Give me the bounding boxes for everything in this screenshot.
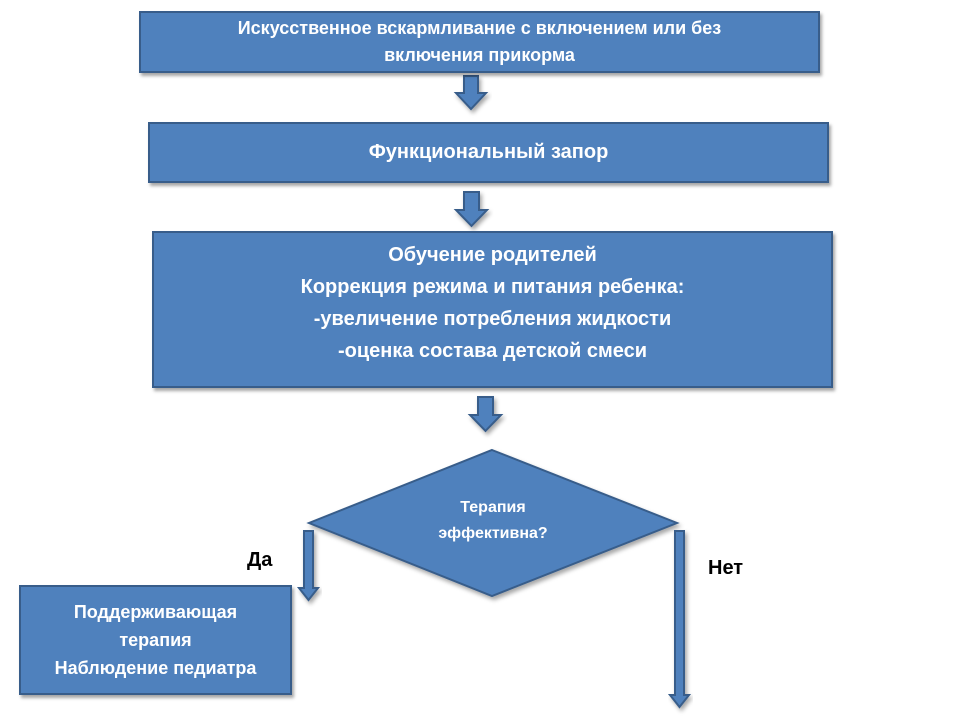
- treatment-line-2: Коррекция режима и питания ребенка:: [300, 276, 685, 298]
- yes-branch-label: Да: [247, 549, 273, 571]
- down-arrow-3: [467, 396, 504, 433]
- feeding-type-line-1: Искусственное вскармливание с включением…: [237, 18, 722, 38]
- diagnosis-box: Функциональный запор: [148, 122, 829, 183]
- maintenance-box: Поддерживающая терапия Наблюдение педиат…: [19, 585, 292, 695]
- treatment-box: Обучение родителей Коррекция режима и пи…: [152, 231, 833, 388]
- treatment-line-1: Обучение родителей: [388, 244, 597, 266]
- treatment-line-4: -оценка состава детской смеси: [337, 340, 648, 362]
- decision-line-2: эффективна?: [438, 525, 548, 542]
- feeding-type-box: Искусственное вскармливание с включением…: [139, 11, 820, 73]
- maintenance-line-2: терапия: [119, 630, 192, 650]
- maintenance-line-3: Наблюдение педиатра: [54, 658, 257, 678]
- decision-line-1: Терапия: [460, 499, 526, 516]
- treatment-line-3: -увеличение потребления жидкости: [313, 308, 672, 330]
- no-branch-label: Нет: [708, 557, 744, 579]
- decision-label: Терапия эффективна?: [393, 495, 593, 547]
- diagnosis-label: Функциональный запор: [368, 141, 609, 163]
- feeding-type-line-2: включения прикорма: [384, 45, 575, 65]
- down-arrow-2: [453, 191, 490, 228]
- maintenance-line-1: Поддерживающая: [73, 602, 238, 622]
- down-arrow-1: [453, 75, 489, 111]
- no-branch-arrow: [667, 530, 692, 709]
- yes-branch-arrow: [296, 530, 321, 602]
